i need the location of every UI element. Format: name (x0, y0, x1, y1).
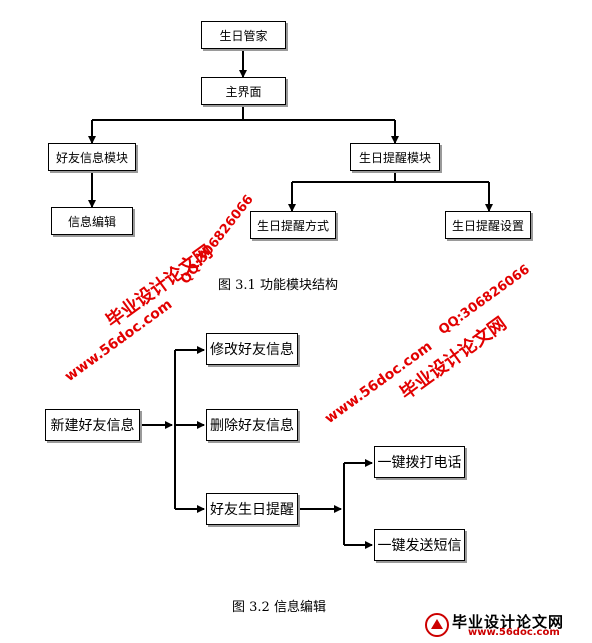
node-reminder-method: 生日提醒方式 (250, 211, 336, 239)
node-birthday-remind: 好友生日提醒 (206, 493, 298, 525)
node-reminder-setting: 生日提醒设置 (445, 211, 531, 239)
node-delete-friend: 删除好友信息 (206, 409, 298, 441)
node-main-screen: 主界面 (201, 77, 286, 105)
node-new-friend: 新建好友信息 (45, 409, 140, 441)
caption-figure-3-1: 图 3.1 功能模块结构 (218, 278, 338, 293)
node-root: 生日管家 (201, 21, 286, 49)
caption-figure-3-2: 图 3.2 信息编辑 (232, 600, 326, 615)
node-modify-friend: 修改好友信息 (206, 333, 298, 365)
footer-site-url: www.56doc.com (468, 627, 560, 638)
node-friend-module: 好友信息模块 (48, 143, 136, 171)
node-info-edit: 信息编辑 (51, 207, 133, 235)
footer-site-title: 毕业设计论文网 (452, 613, 565, 631)
node-reminder-module: 生日提醒模块 (350, 143, 440, 171)
logo-icon (425, 613, 449, 637)
node-one-key-call: 一键拨打电话 (374, 446, 465, 478)
node-one-key-sms: 一键发送短信 (374, 529, 465, 561)
